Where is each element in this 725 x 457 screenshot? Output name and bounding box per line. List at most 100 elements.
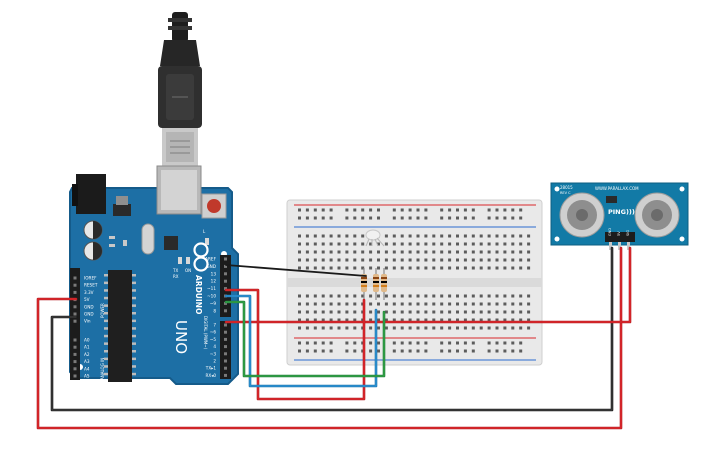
- breadboard-hole[interactable]: [298, 349, 301, 353]
- breadboard-hole[interactable]: [479, 266, 483, 270]
- breadboard-hole[interactable]: [511, 242, 515, 246]
- breadboard-hole[interactable]: [424, 294, 428, 298]
- breadboard-hole[interactable]: [479, 242, 483, 246]
- breadboard-hole[interactable]: [392, 318, 396, 322]
- breadboard-hole[interactable]: [384, 250, 388, 254]
- breadboard-hole[interactable]: [329, 326, 333, 330]
- breadboard-hole[interactable]: [448, 242, 452, 246]
- breadboard-hole[interactable]: [329, 234, 333, 238]
- breadboard-hole[interactable]: [345, 349, 349, 353]
- breadboard-hole[interactable]: [400, 266, 404, 270]
- breadboard-hole[interactable]: [337, 302, 341, 306]
- header-pin[interactable]: [224, 309, 227, 313]
- breadboard-hole[interactable]: [479, 234, 483, 238]
- breadboard-hole[interactable]: [361, 250, 365, 254]
- breadboard-hole[interactable]: [416, 216, 420, 220]
- breadboard-hole[interactable]: [305, 234, 309, 238]
- breadboard-hole[interactable]: [463, 326, 467, 330]
- breadboard-hole[interactable]: [384, 302, 388, 306]
- breadboard-hole[interactable]: [440, 234, 444, 238]
- breadboard-hole[interactable]: [519, 341, 523, 345]
- header-pin[interactable]: [73, 352, 77, 356]
- breadboard-hole[interactable]: [400, 302, 404, 306]
- breadboard-hole[interactable]: [416, 349, 420, 353]
- breadboard-hole[interactable]: [384, 242, 388, 246]
- breadboard-hole[interactable]: [440, 341, 444, 345]
- breadboard-hole[interactable]: [471, 326, 475, 330]
- breadboard-hole[interactable]: [432, 250, 436, 254]
- reset-button-cap[interactable]: [207, 199, 221, 213]
- breadboard-hole[interactable]: [369, 250, 373, 254]
- header-pin[interactable]: [224, 330, 227, 334]
- breadboard-hole[interactable]: [298, 234, 301, 238]
- breadboard-hole[interactable]: [392, 216, 396, 220]
- breadboard-hole[interactable]: [495, 242, 499, 246]
- header-pin[interactable]: [224, 279, 227, 283]
- breadboard-hole[interactable]: [471, 208, 475, 212]
- breadboard-hole[interactable]: [400, 250, 404, 254]
- breadboard-hole[interactable]: [392, 341, 396, 345]
- breadboard-hole[interactable]: [313, 208, 317, 212]
- breadboard-hole[interactable]: [527, 258, 531, 262]
- breadboard-hole[interactable]: [321, 318, 325, 322]
- breadboard-hole[interactable]: [519, 216, 523, 220]
- breadboard-hole[interactable]: [305, 318, 309, 322]
- breadboard-hole[interactable]: [495, 341, 499, 345]
- breadboard-hole[interactable]: [495, 302, 499, 306]
- breadboard-hole[interactable]: [321, 250, 325, 254]
- breadboard-hole[interactable]: [377, 242, 380, 246]
- breadboard-hole[interactable]: [345, 266, 349, 270]
- breadboard-hole[interactable]: [487, 294, 491, 298]
- breadboard-hole[interactable]: [416, 294, 420, 298]
- header-pin[interactable]: [224, 301, 227, 305]
- breadboard-hole[interactable]: [456, 266, 459, 270]
- breadboard-hole[interactable]: [353, 234, 357, 238]
- breadboard-hole[interactable]: [503, 208, 507, 212]
- breadboard-hole[interactable]: [353, 242, 357, 246]
- breadboard-hole[interactable]: [456, 349, 459, 353]
- breadboard-hole[interactable]: [408, 242, 412, 246]
- breadboard-hole[interactable]: [353, 258, 357, 262]
- breadboard-hole[interactable]: [471, 302, 475, 306]
- breadboard-hole[interactable]: [305, 326, 309, 330]
- breadboard-hole[interactable]: [463, 216, 467, 220]
- breadboard-hole[interactable]: [345, 234, 349, 238]
- breadboard-hole[interactable]: [298, 310, 301, 314]
- breadboard-hole[interactable]: [424, 266, 428, 270]
- breadboard-hole[interactable]: [456, 250, 459, 254]
- breadboard-hole[interactable]: [361, 208, 365, 212]
- breadboard-hole[interactable]: [337, 250, 341, 254]
- breadboard-hole[interactable]: [345, 294, 349, 298]
- breadboard-hole[interactable]: [305, 310, 309, 314]
- breadboard-hole[interactable]: [416, 302, 420, 306]
- breadboard-hole[interactable]: [377, 349, 380, 353]
- header-pin[interactable]: [73, 360, 77, 364]
- breadboard-hole[interactable]: [337, 326, 341, 330]
- breadboard-hole[interactable]: [424, 242, 428, 246]
- breadboard-hole[interactable]: [487, 208, 491, 212]
- breadboard-hole[interactable]: [329, 294, 333, 298]
- breadboard-hole[interactable]: [487, 234, 491, 238]
- breadboard-hole[interactable]: [408, 310, 412, 314]
- breadboard-hole[interactable]: [337, 310, 341, 314]
- breadboard-hole[interactable]: [329, 310, 333, 314]
- breadboard-hole[interactable]: [503, 349, 507, 353]
- breadboard-hole[interactable]: [329, 258, 333, 262]
- breadboard-hole[interactable]: [440, 294, 444, 298]
- breadboard-hole[interactable]: [503, 266, 507, 270]
- breadboard-hole[interactable]: [408, 349, 412, 353]
- breadboard-hole[interactable]: [298, 258, 301, 262]
- breadboard-hole[interactable]: [463, 250, 467, 254]
- header-pin[interactable]: [73, 319, 77, 323]
- breadboard-hole[interactable]: [495, 326, 499, 330]
- breadboard-hole[interactable]: [345, 208, 349, 212]
- header-pin[interactable]: [224, 366, 227, 370]
- breadboard-hole[interactable]: [471, 318, 475, 322]
- breadboard-hole[interactable]: [353, 266, 357, 270]
- breadboard-hole[interactable]: [487, 250, 491, 254]
- breadboard-hole[interactable]: [353, 310, 357, 314]
- breadboard-hole[interactable]: [377, 266, 380, 270]
- breadboard-hole[interactable]: [448, 349, 452, 353]
- breadboard-hole[interactable]: [321, 349, 325, 353]
- breadboard-hole[interactable]: [416, 326, 420, 330]
